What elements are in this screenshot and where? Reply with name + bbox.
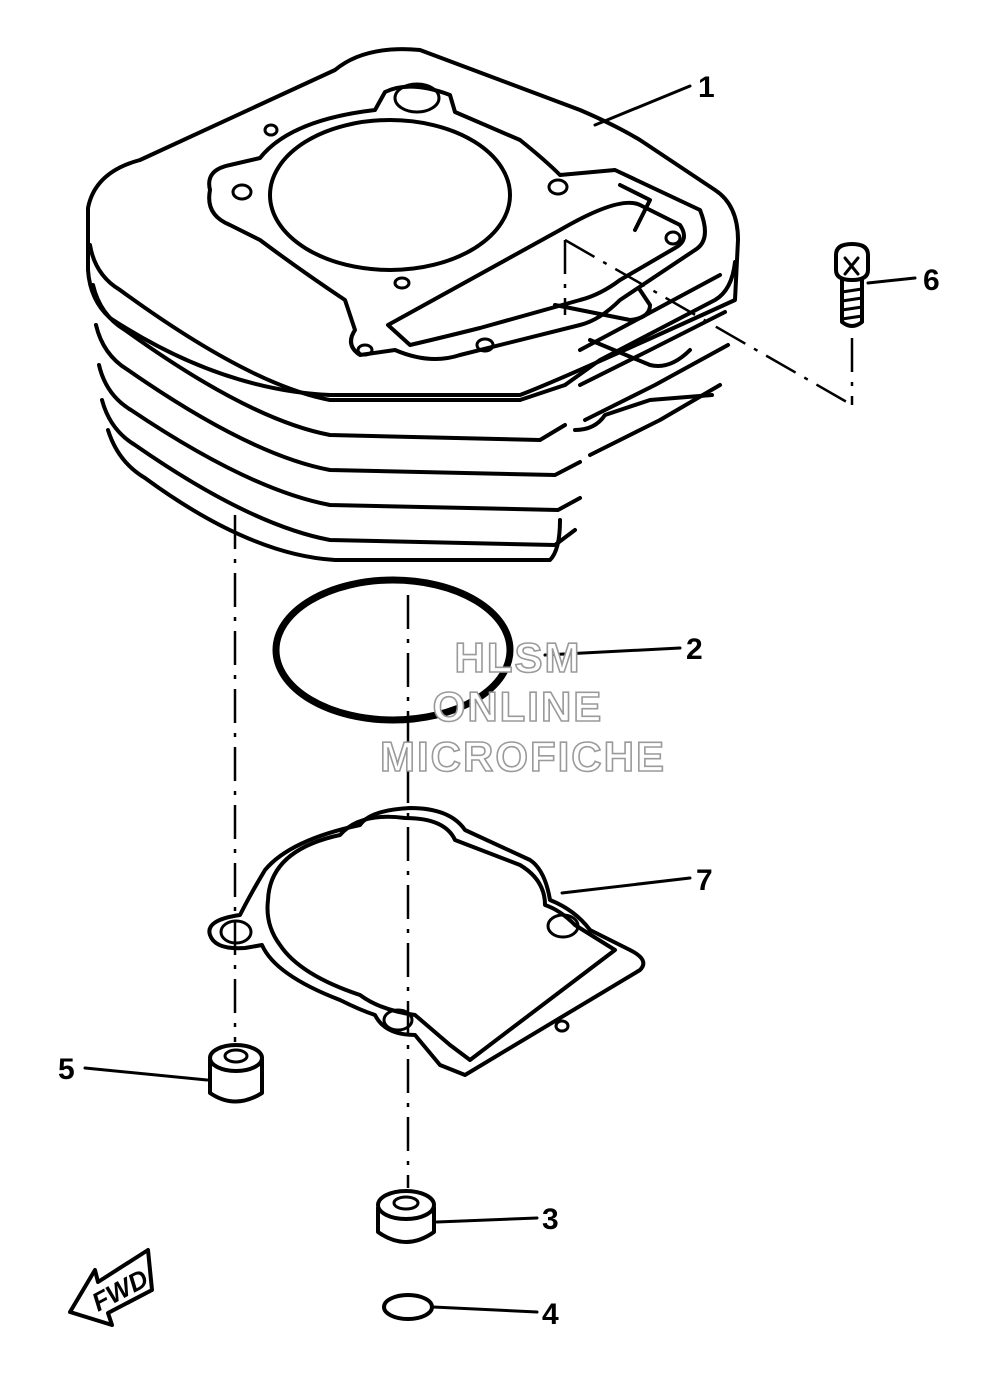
watermark: HLSM ONLINE MICROFICHE xyxy=(379,633,666,781)
dowel-pin-bottom xyxy=(376,1189,436,1244)
forward-arrow-icon: FWD xyxy=(68,1248,154,1327)
assembly-lines xyxy=(233,238,854,1188)
watermark-line-2: ONLINE xyxy=(433,683,604,730)
callout-1: 1 xyxy=(698,71,715,104)
watermark-line-3: MICROFICHE xyxy=(380,733,666,780)
callout-3: 3 xyxy=(542,1203,559,1236)
callout-4: 4 xyxy=(542,1298,559,1331)
callout-2: 2 xyxy=(686,633,703,666)
small-o-ring xyxy=(382,1293,434,1321)
o-ring xyxy=(272,576,514,724)
leader-lines xyxy=(83,84,917,1314)
callout-7: 7 xyxy=(696,864,713,897)
callout-6: 6 xyxy=(923,264,940,297)
bolt xyxy=(834,242,870,328)
dowel-pin-left xyxy=(208,1043,264,1104)
cylinder-block xyxy=(86,47,740,562)
callout-5: 5 xyxy=(58,1053,75,1086)
base-gasket xyxy=(207,806,646,1077)
watermark-line-1: HLSM xyxy=(455,634,582,681)
